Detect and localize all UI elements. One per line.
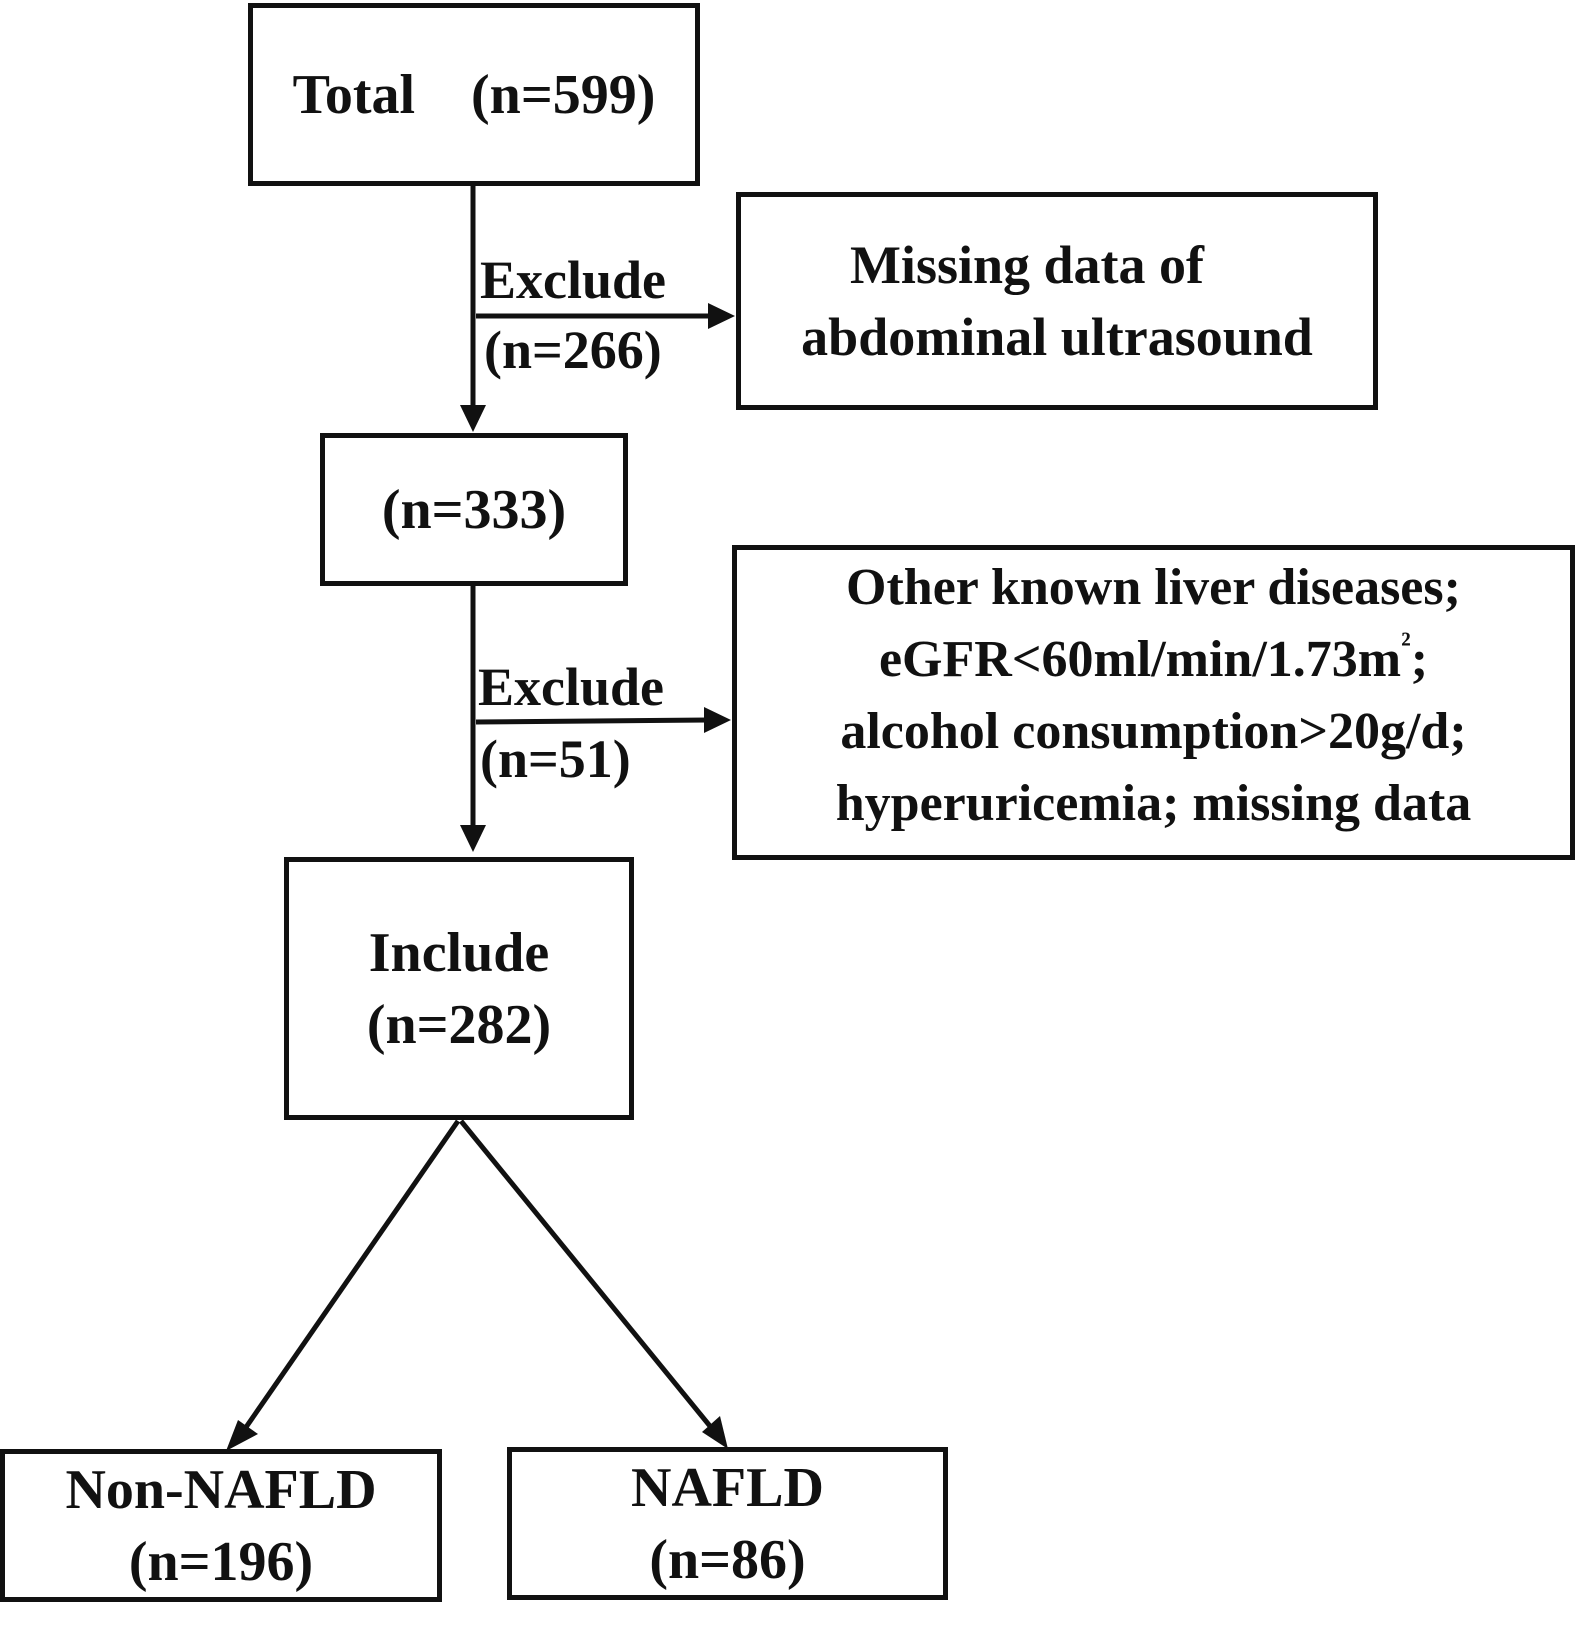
total-node: Total (n=599): [248, 3, 700, 186]
excluded-1-line-1: Missing data of: [849, 235, 1205, 295]
exclude-2-title: Exclude: [478, 657, 665, 717]
exclude-1-label: Exclude (n=266): [480, 253, 666, 377]
include-node: Include (n=282): [284, 857, 634, 1120]
exclude-2-label: Exclude (n=51): [478, 660, 664, 786]
after-first-exclusion-node: (n=333): [320, 433, 628, 586]
arrow-include-to-nafld: [459, 1119, 716, 1433]
excluded-2-superscript: ²: [1401, 625, 1411, 661]
excluded-1-line-2: abdominal ultrasound: [801, 307, 1313, 367]
nafld-title: NAFLD: [631, 1456, 824, 1519]
non-nafld-count: (n=196): [128, 1530, 314, 1593]
arrow-include-to-non-nafld: [239, 1119, 461, 1435]
excluded-2-egfr: eGFR<60ml/min/1.73m: [878, 631, 1402, 688]
arrowhead-include-to-nafld: [702, 1416, 728, 1449]
arrow-exclude-2: [475, 717, 709, 725]
arrowhead-exclude-1: [708, 303, 735, 329]
after-first-exclusion-text: (n=333): [381, 478, 567, 541]
excluded-2-line-4: hyperuricemia; missing data: [835, 775, 1472, 832]
excluded-2-semicolon: ;: [1410, 631, 1429, 688]
include-title: Include: [368, 921, 550, 984]
excluded-2-line-2: eGFR<60ml/min/1.73m²;: [879, 624, 1428, 696]
arrowhead-total-to-333: [460, 405, 486, 432]
arrowhead-include-to-non-nafld: [226, 1420, 258, 1451]
nafld-count: (n=86): [649, 1528, 806, 1591]
excluded-2-node: Other known liver diseases; eGFR<60ml/mi…: [732, 545, 1575, 860]
excluded-2-line-3: alcohol consumption>20g/d;: [840, 703, 1467, 760]
non-nafld-title: Non-NAFLD: [65, 1458, 377, 1521]
nafld-node: NAFLD (n=86): [507, 1447, 948, 1600]
arrowhead-333-to-include: [460, 825, 486, 852]
excluded-1-node: Missing data of abdominal ultrasound: [736, 192, 1378, 410]
exclude-1-count: (n=266): [484, 320, 662, 380]
excluded-2-line-1: Other known liver diseases;: [846, 559, 1461, 616]
include-count: (n=282): [366, 993, 552, 1056]
exclude-1-title: Exclude: [480, 250, 667, 310]
total-node-text: Total (n=599): [292, 63, 656, 126]
arrowhead-exclude-2: [704, 707, 731, 733]
non-nafld-node: Non-NAFLD (n=196): [0, 1449, 442, 1602]
exclude-2-count: (n=51): [480, 729, 631, 789]
